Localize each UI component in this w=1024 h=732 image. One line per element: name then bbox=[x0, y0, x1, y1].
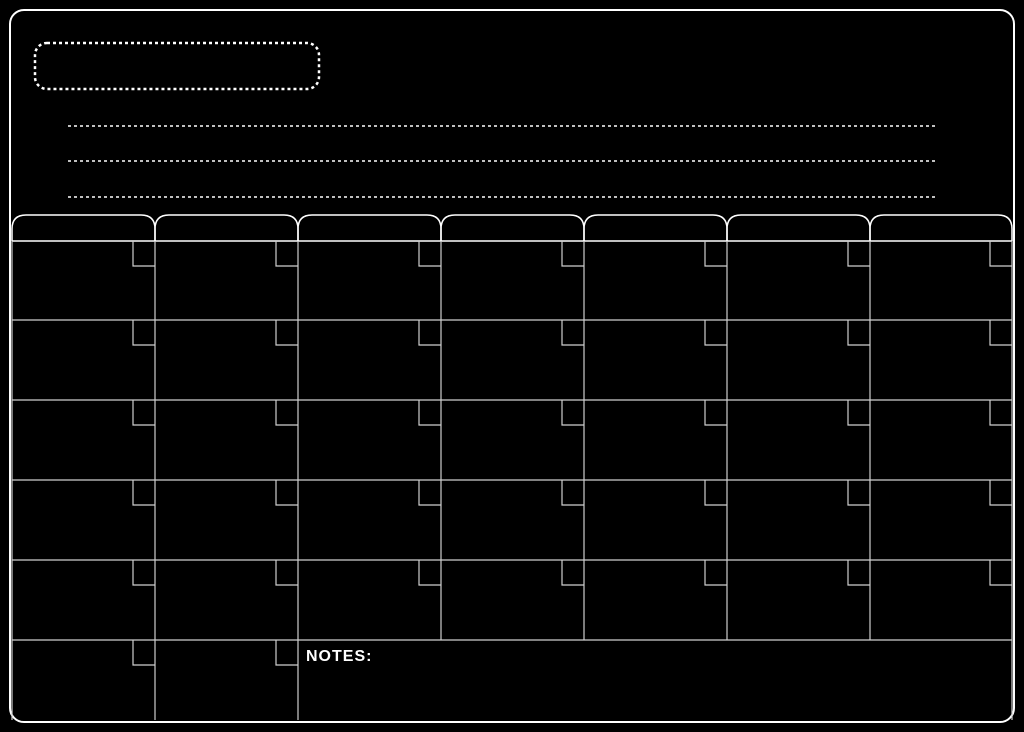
day-number-box bbox=[847, 320, 870, 346]
day-number-box bbox=[132, 320, 155, 346]
day-number-box bbox=[132, 560, 155, 586]
weekday-header-tab bbox=[11, 214, 156, 241]
weekday-header-tab bbox=[154, 214, 299, 241]
day-number-box bbox=[132, 480, 155, 506]
weekday-header-tab bbox=[726, 214, 871, 241]
notes-label: NOTES: bbox=[306, 648, 373, 665]
board-border bbox=[9, 9, 1015, 723]
day-number-box bbox=[561, 241, 584, 267]
day-number-box bbox=[847, 241, 870, 267]
weekday-header-tab bbox=[583, 214, 728, 241]
day-number-box bbox=[704, 560, 727, 586]
month-title-box[interactable] bbox=[33, 41, 321, 91]
day-number-box bbox=[132, 640, 155, 666]
weekday-tabs bbox=[11, 214, 1013, 242]
day-number-box bbox=[418, 400, 441, 426]
weekday-header-tab bbox=[869, 214, 1013, 241]
day-number-box bbox=[132, 400, 155, 426]
weekday-header-tab bbox=[297, 214, 442, 241]
day-number-box bbox=[561, 480, 584, 506]
day-number-boxes bbox=[132, 241, 1012, 666]
calendar-grid bbox=[11, 241, 1013, 720]
day-number-box bbox=[418, 320, 441, 346]
day-number-box bbox=[704, 480, 727, 506]
day-number-box bbox=[704, 320, 727, 346]
day-number-box bbox=[989, 480, 1012, 506]
day-number-box bbox=[989, 400, 1012, 426]
day-number-box bbox=[275, 480, 298, 506]
day-number-box bbox=[275, 640, 298, 666]
day-number-box bbox=[418, 241, 441, 267]
day-number-box bbox=[418, 560, 441, 586]
title-lines bbox=[68, 125, 938, 198]
day-number-box bbox=[989, 241, 1012, 267]
day-number-box bbox=[275, 320, 298, 346]
day-number-box bbox=[989, 320, 1012, 346]
day-number-box bbox=[989, 560, 1012, 586]
day-number-box bbox=[704, 241, 727, 267]
day-number-box bbox=[132, 241, 155, 267]
day-number-box bbox=[847, 480, 870, 506]
day-number-box bbox=[275, 400, 298, 426]
day-number-box bbox=[847, 400, 870, 426]
day-number-box bbox=[704, 400, 727, 426]
day-number-box bbox=[418, 480, 441, 506]
day-number-box bbox=[275, 241, 298, 267]
day-number-box bbox=[561, 400, 584, 426]
day-number-box bbox=[275, 560, 298, 586]
day-number-box bbox=[847, 560, 870, 586]
day-number-box bbox=[561, 560, 584, 586]
day-number-box bbox=[561, 320, 584, 346]
weekday-header-tab bbox=[440, 214, 585, 241]
